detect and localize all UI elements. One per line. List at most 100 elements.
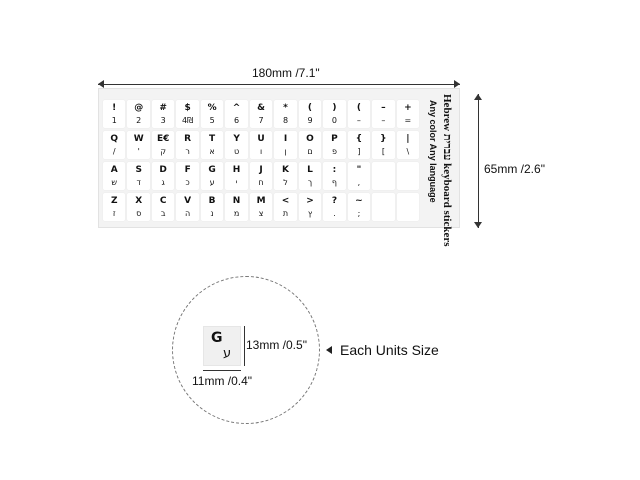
key-bottom-char: – <box>356 116 361 125</box>
sheet-title: Hebrew עברית keyboard stickers <box>441 94 453 247</box>
height-dimension-label: 65mm /2.6" <box>484 162 545 176</box>
key-top-char: S <box>135 165 142 175</box>
key-top-char: $ <box>184 103 191 113</box>
unit-width-label: 11mm /0.4" <box>192 374 253 388</box>
key-top-char: – <box>381 103 386 113</box>
height-arrow-down-icon <box>474 222 482 228</box>
key-top-char: ( <box>356 103 361 113</box>
key-top-char: D <box>159 165 167 175</box>
key-top-char: ^ <box>232 103 241 113</box>
key-sticker: W' <box>127 131 150 159</box>
key-bottom-char: 4₪ <box>181 116 194 125</box>
key-top-char: J <box>259 165 263 175</box>
key-sticker: (9 <box>298 100 322 128</box>
unit-width-line <box>203 370 241 371</box>
key-top-char: Z <box>110 196 118 206</box>
key-top-char: Y <box>233 134 240 144</box>
key-bottom-char: 6 <box>234 116 240 125</box>
unit-key-sample: G ע <box>203 326 241 366</box>
key-top-char: % <box>207 103 217 113</box>
width-dimension-line <box>98 84 460 85</box>
key-bottom-char: ף <box>331 178 338 187</box>
key-sticker: –– <box>372 100 395 128</box>
key-sticker: }[ <box>372 131 395 159</box>
unit-key-bottom-char: ע <box>223 346 232 361</box>
key-bottom-char: ב <box>160 209 166 218</box>
key-bottom-char: 3 <box>160 116 166 125</box>
width-arrow-left-icon <box>98 80 104 88</box>
unit-detail-circle <box>172 276 320 424</box>
key-bottom-char: 1 <box>111 116 117 125</box>
key-bottom-char: , <box>357 178 361 187</box>
key-bottom-char: ך <box>307 178 313 187</box>
key-bottom-char: צ <box>258 209 264 218</box>
key-sticker: >ץ <box>298 193 322 221</box>
key-top-char: ~ <box>355 196 363 206</box>
pointer-arrow-icon <box>326 346 332 354</box>
key-top-char: ( <box>307 103 313 113</box>
key-top-char: " <box>356 165 362 175</box>
key-bottom-char: ט <box>233 147 240 156</box>
width-arrow-right-icon <box>454 80 460 88</box>
key-sticker: %5 <box>200 100 224 128</box>
key-sticker <box>396 193 420 221</box>
height-dimension-line <box>478 94 479 228</box>
key-top-char: { <box>355 134 363 144</box>
key-top-char: A <box>110 165 118 175</box>
width-dimension-label: 180mm /7.1" <box>252 66 320 80</box>
key-top-char: V <box>184 196 192 206</box>
key-sticker <box>372 162 395 190</box>
key-bottom-char: 5 <box>209 116 215 125</box>
key-top-char: < <box>281 196 290 206</box>
key-sticker: |\ <box>396 131 420 159</box>
key-bottom-char: [ <box>381 147 385 156</box>
key-bottom-char: 8 <box>282 116 289 125</box>
key-top-char: G <box>208 165 216 175</box>
key-top-char: E€ <box>156 134 170 144</box>
key-sticker <box>396 162 420 190</box>
key-top-char: ! <box>112 103 117 113</box>
key-bottom-char: ] <box>357 147 361 156</box>
key-top-char: @ <box>134 103 144 113</box>
key-bottom-char: כ <box>185 178 190 187</box>
key-sticker: <ת <box>274 193 297 221</box>
key-sticker: )0 <box>323 100 346 128</box>
key-bottom-char: 9 <box>307 116 313 125</box>
key-top-char: C <box>159 196 167 206</box>
key-top-char: Q <box>110 134 119 144</box>
key-bottom-char: ' <box>137 147 140 156</box>
key-top-char: X <box>135 196 143 206</box>
key-bottom-char: ה <box>185 209 191 218</box>
key-top-char: & <box>257 103 265 113</box>
key-row: !1@2#3$4₪%5^6&7*8(9)0(–––+= <box>103 100 421 131</box>
key-sticker: ~; <box>347 193 371 221</box>
key-sticker: $4₪ <box>176 100 199 128</box>
key-bottom-char: / <box>112 147 116 156</box>
key-bottom-char: ; <box>357 209 361 218</box>
key-bottom-char: = <box>404 116 412 125</box>
key-top-char: N <box>232 196 241 206</box>
key-top-char: O <box>306 134 314 144</box>
key-bottom-char: 2 <box>136 116 142 125</box>
key-bottom-char: א <box>209 147 215 156</box>
key-sticker: ", <box>347 162 371 190</box>
key-bottom-char: ש <box>111 178 118 187</box>
key-bottom-char: י <box>235 178 238 187</box>
key-sticker: :ף <box>323 162 346 190</box>
unit-height-label: 13mm /0.5" <box>246 338 307 352</box>
key-sticker: ?. <box>323 193 346 221</box>
key-top-char: ) <box>332 103 337 113</box>
key-sticker: Q/ <box>103 131 126 159</box>
